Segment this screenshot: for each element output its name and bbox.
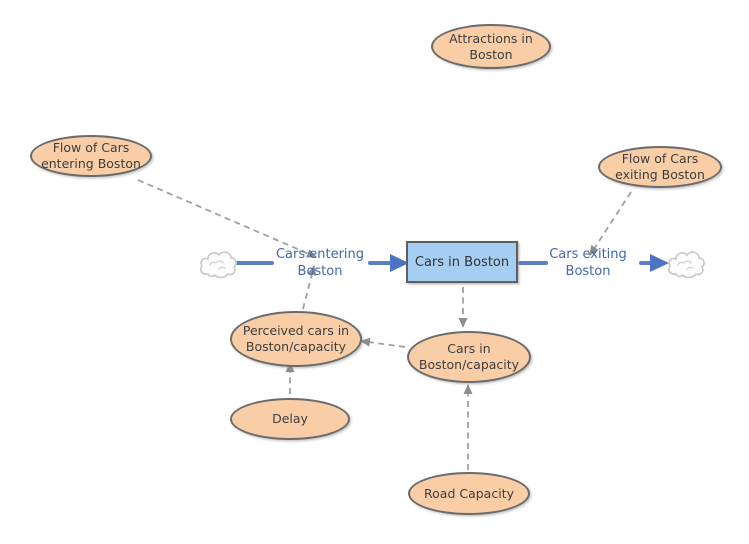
stock-label: Cars in Boston bbox=[414, 254, 510, 270]
variable-road-capacity[interactable]: Road Capacity bbox=[408, 472, 530, 515]
stock-cars-in-boston[interactable]: Cars in Boston bbox=[406, 241, 518, 283]
variable-label: Attractions in Boston bbox=[449, 30, 533, 62]
variable-label: Delay bbox=[272, 411, 308, 426]
source-cloud-icon[interactable] bbox=[200, 251, 237, 279]
variable-label: Cars in Boston/capacity bbox=[418, 341, 520, 372]
variable-delay[interactable]: Delay bbox=[230, 398, 350, 440]
outflow-arrowhead-icon bbox=[650, 254, 669, 272]
variable-label: Flow of Cars entering Boston bbox=[41, 140, 141, 171]
variable-flow-of-cars-entering-boston[interactable]: Flow of Cars entering Boston bbox=[30, 135, 152, 177]
inflow-rate-label[interactable]: Cars entering Boston bbox=[275, 247, 365, 279]
sink-cloud-icon[interactable] bbox=[668, 251, 705, 279]
variable-attractions-in-boston[interactable]: Attractions in Boston bbox=[431, 24, 551, 69]
influence-arrow-perceived-to-inflow[interactable] bbox=[302, 265, 317, 310]
variable-flow-of-cars-exiting-boston[interactable]: Flow of Cars exiting Boston bbox=[598, 146, 722, 188]
inflow-arrowhead-icon bbox=[390, 254, 409, 272]
influence-arrow-cars-capacity-to-perceived[interactable] bbox=[360, 337, 406, 348]
variable-cars-in-boston-capacity[interactable]: Cars in Boston/capacity bbox=[407, 331, 531, 383]
variable-label: Perceived cars in Boston/capacity bbox=[242, 323, 350, 354]
variable-label: Flow of Cars exiting Boston bbox=[615, 151, 705, 182]
variable-label: Road Capacity bbox=[424, 485, 514, 501]
influence-arrow-flow-exiting-to-outflow[interactable] bbox=[589, 191, 632, 256]
variable-perceived-cars-in-boston-capacity[interactable]: Perceived cars in Boston/capacity bbox=[230, 311, 362, 367]
influence-arrow-flow-entering-to-inflow[interactable] bbox=[137, 179, 317, 258]
outflow-rate-label[interactable]: Cars exiting Boston bbox=[549, 247, 627, 279]
